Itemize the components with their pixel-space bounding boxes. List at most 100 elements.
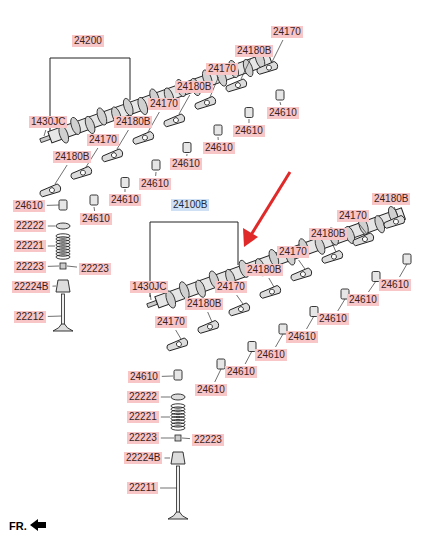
- leader-line: [161, 438, 174, 439]
- callout-number: 22224B: [124, 452, 162, 464]
- rocker-arm: [70, 166, 93, 181]
- leader-line: [48, 246, 55, 247]
- leader-line: [338, 299, 345, 311]
- pin: [40, 135, 51, 142]
- rocker-arm: [228, 302, 251, 317]
- bracket: [50, 58, 238, 297]
- rocker-arm: [101, 148, 124, 163]
- leader-line: [182, 438, 190, 440]
- callout-number: 1430JC: [29, 116, 67, 128]
- lash-adjuster: [174, 370, 182, 380]
- valve-seal: [56, 280, 70, 292]
- leader-line: [176, 330, 181, 339]
- roller: [235, 82, 241, 88]
- lash-adjuster: [403, 254, 411, 264]
- leader-line: [44, 130, 46, 136]
- rocker-arm: [321, 250, 344, 265]
- roller: [362, 236, 368, 242]
- rocker-arm: [194, 96, 217, 111]
- callout-number: 24610: [203, 142, 235, 154]
- callout-number: 22221: [14, 240, 46, 252]
- front-marker: FR.: [7, 520, 29, 532]
- leader-line: [215, 369, 221, 382]
- camshaft-body: [48, 52, 272, 143]
- lash-adjuster: [90, 195, 98, 205]
- rocker-arm: [225, 78, 248, 93]
- callout-number: 24610: [233, 125, 265, 137]
- rocker-arm: [70, 166, 93, 181]
- spring-retainer: [56, 223, 70, 229]
- valve-spring: [56, 255, 70, 259]
- rocker-arm: [383, 215, 406, 230]
- roller: [49, 187, 55, 193]
- leader-line: [67, 266, 77, 267]
- roller: [176, 341, 182, 347]
- callout-number: 22211: [127, 482, 158, 494]
- leader-line: [47, 205, 59, 206]
- roller: [80, 169, 86, 175]
- lash-adjuster: [183, 143, 191, 153]
- spring-retainer: [171, 394, 185, 400]
- rocker-arm: [132, 131, 155, 146]
- rocker-arm: [163, 113, 186, 128]
- lash-adjuster: [152, 160, 160, 170]
- callout-number: 24170: [337, 210, 369, 222]
- valve-seal: [171, 452, 185, 464]
- leader-line: [359, 224, 367, 234]
- leader-line: [48, 226, 55, 227]
- roller: [111, 152, 117, 158]
- rocker-arm: [259, 285, 282, 300]
- rocker-arm: [352, 232, 375, 247]
- callout-number: 24180B: [114, 116, 152, 128]
- leader-line: [52, 286, 56, 287]
- leader-line: [241, 59, 250, 79]
- leader-line: [155, 172, 156, 176]
- callout-number: 24100B: [171, 199, 209, 211]
- callout-number: 24610: [128, 371, 160, 383]
- callout-number: 24170: [87, 134, 119, 146]
- valve-head: [53, 324, 73, 331]
- rocker-arm: [197, 320, 220, 335]
- cam-lobe: [83, 115, 97, 135]
- callout-number: 24610: [255, 349, 287, 361]
- leader-line: [164, 458, 170, 459]
- leader-line: [280, 102, 282, 105]
- leader-line: [269, 278, 274, 287]
- camshaft: [37, 48, 274, 151]
- rocker-arm: [290, 267, 313, 282]
- roller: [300, 271, 306, 277]
- callout-number: 24610: [80, 213, 112, 225]
- valve-key: [175, 435, 181, 441]
- callout-number: 24180B: [175, 81, 213, 93]
- callout-number: 24170: [206, 63, 238, 75]
- rocker-arm: [39, 183, 62, 198]
- callout-number: 24610: [109, 194, 141, 206]
- leader-line: [299, 260, 305, 269]
- roller: [173, 117, 179, 123]
- rocker-arm: [197, 320, 220, 335]
- valve-stem: [62, 294, 65, 328]
- leader-line: [248, 119, 249, 123]
- callout-number: 24170: [271, 26, 303, 38]
- rocker-arm: [256, 61, 279, 76]
- leader-line: [237, 295, 243, 304]
- leader-line: [208, 312, 212, 322]
- red-arrow: [243, 172, 290, 247]
- lash-adjuster: [245, 108, 253, 118]
- rocker-arm: [290, 267, 313, 282]
- callout-number: 24610: [267, 107, 299, 119]
- rocker-arm: [163, 113, 186, 128]
- leader-line: [272, 40, 283, 62]
- cam-lobe: [121, 97, 135, 117]
- leader-line: [276, 334, 283, 347]
- leader-line: [161, 417, 170, 418]
- rocker-arm: [228, 302, 251, 317]
- rocker-arm: [256, 61, 279, 76]
- leader-line: [332, 242, 336, 252]
- roller: [142, 134, 148, 140]
- callout-number: 24610: [139, 178, 171, 190]
- valve-head: [168, 512, 188, 519]
- callout-number: 24610: [286, 331, 318, 343]
- leader-line: [307, 316, 314, 329]
